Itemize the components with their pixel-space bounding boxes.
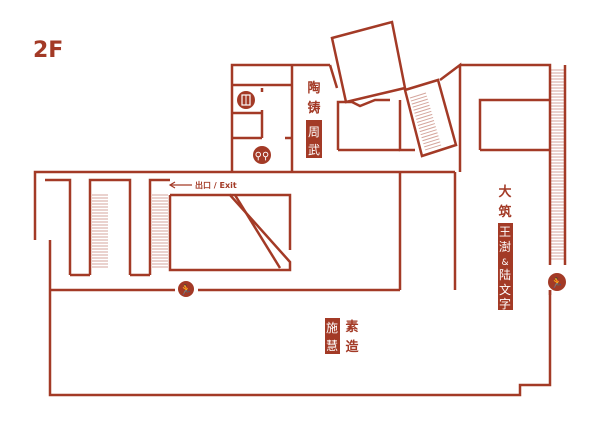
elevator-icon <box>237 91 255 109</box>
walls <box>33 20 567 397</box>
stair-treads <box>92 69 564 268</box>
stair-tread <box>419 126 436 133</box>
exit-sign: 出口 / Exit <box>168 180 237 190</box>
artist-char: 施 <box>326 321 338 335</box>
svg-text:⚲⚲: ⚲⚲ <box>255 151 270 162</box>
stair-tread <box>416 113 433 120</box>
emergency-exit-icon: 🏃 <box>178 281 194 297</box>
stair-tread <box>412 101 429 108</box>
stair-tread <box>415 110 432 117</box>
artist-char: 武 <box>308 143 320 157</box>
artist-char: 澍 <box>499 239 511 254</box>
artist-char: 慧 <box>326 338 338 353</box>
artist-char: 周 <box>308 125 320 139</box>
stair-tread <box>413 104 430 111</box>
artist-char: 文 <box>499 282 511 297</box>
stair-tread <box>420 129 437 136</box>
zone-title-char: 筑 <box>498 204 511 220</box>
artist-char: 王 <box>499 225 511 239</box>
artist-char: & <box>501 258 508 268</box>
emergency-exit-icon: 🏃 <box>548 273 566 291</box>
svg-text:🏃: 🏃 <box>180 283 192 296</box>
stair-tread <box>418 123 436 130</box>
stair-tread <box>410 95 428 102</box>
stair-tread <box>414 107 431 114</box>
stair-tread <box>417 120 435 126</box>
svg-text:🏃: 🏃 <box>551 276 563 289</box>
stair-tread <box>411 98 428 105</box>
stair-tread <box>409 92 427 99</box>
stair-tread <box>424 144 442 151</box>
stair-tread <box>416 116 434 123</box>
artist-char: 陆 <box>499 267 511 282</box>
exit-label: 出口 / Exit <box>195 180 237 190</box>
floor-label: 2F <box>33 38 63 63</box>
stair-tread <box>422 135 439 142</box>
stair-tread <box>424 141 441 148</box>
zone-title-char: 铸 <box>307 100 320 116</box>
artist-char: 字 <box>499 296 511 311</box>
restroom-icon: ⚲⚲ <box>253 146 271 164</box>
stair-tread <box>421 132 438 139</box>
zone-title-char: 造 <box>345 339 359 355</box>
zone-title-char: 大 <box>498 184 511 200</box>
zone-title-char: 素 <box>345 319 358 335</box>
stair-tread <box>423 138 440 145</box>
zone-title-char: 陶 <box>307 80 320 96</box>
